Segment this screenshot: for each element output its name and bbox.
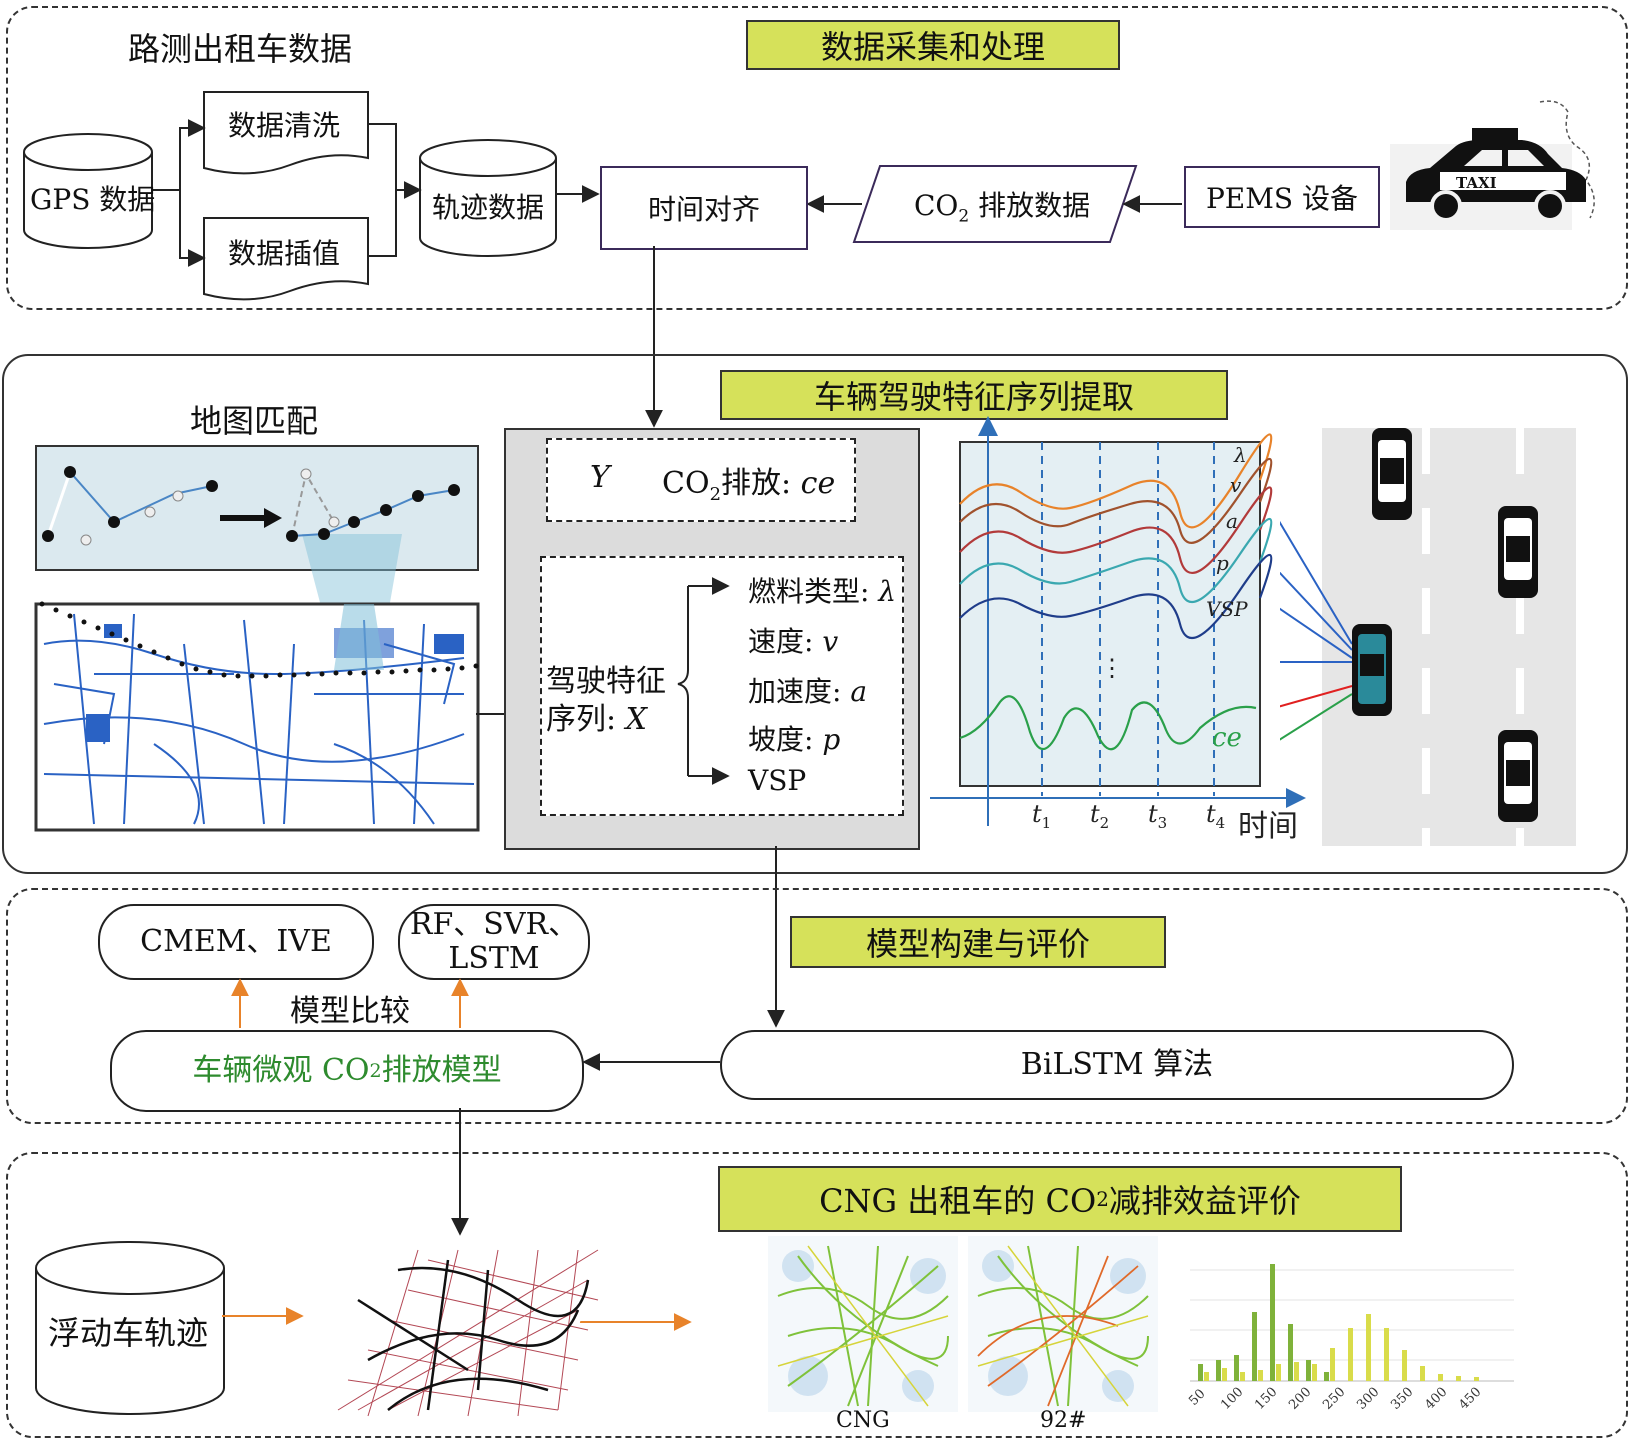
interp-label: 数据插值 bbox=[228, 237, 341, 270]
tick-t2: t2 bbox=[1090, 800, 1109, 832]
hist-tick-300: 300 bbox=[1354, 1385, 1382, 1413]
curve-label-p: p bbox=[1216, 551, 1229, 575]
gps-cylinder bbox=[23, 133, 153, 249]
car-2 bbox=[1498, 506, 1538, 598]
gasoline-92-map bbox=[968, 1236, 1158, 1412]
model-to-evaluation-arrow bbox=[451, 1108, 469, 1236]
bilstm-to-model-arrow bbox=[582, 1053, 720, 1071]
hist-tick-450: 450 bbox=[1456, 1385, 1484, 1413]
section1-diagram bbox=[23, 91, 1182, 301]
hist-tick-200: 200 bbox=[1286, 1385, 1314, 1413]
hist-tick-400: 400 bbox=[1422, 1385, 1450, 1413]
y-symbol: Y bbox=[590, 460, 610, 495]
feature-extraction-panel bbox=[2, 354, 1628, 874]
bilstm-box: BiLSTM 算法 bbox=[720, 1030, 1514, 1100]
taxi-icon: TAXI bbox=[1390, 100, 1595, 230]
feature-seq-line2: 序列: X bbox=[546, 702, 648, 737]
feature-extraction-header: 车辆驾驶特征序列提取 bbox=[720, 370, 1228, 420]
hist-tick-350: 350 bbox=[1388, 1385, 1416, 1413]
hist-tick-150: 150 bbox=[1252, 1385, 1280, 1413]
tick-t4: t4 bbox=[1206, 800, 1225, 832]
data-collection-header: 数据采集和处理 bbox=[746, 20, 1120, 70]
feature-seq-line1: 驾驶特征 bbox=[546, 664, 666, 699]
co2-data-shape bbox=[852, 165, 1138, 243]
car-1 bbox=[1372, 428, 1412, 520]
taxi-sign-text: TAXI bbox=[1456, 174, 1497, 192]
cng-map bbox=[768, 1236, 958, 1412]
orange-arrows bbox=[222, 1307, 692, 1331]
curve-label-lambda: λ bbox=[1233, 443, 1247, 467]
map-match-label: 地图匹配 bbox=[190, 402, 319, 440]
road-network-map bbox=[334, 1246, 599, 1418]
gps-label: GPS 数据 bbox=[30, 183, 156, 216]
data-collection-panel bbox=[6, 6, 1628, 310]
interp-document-shape bbox=[203, 217, 369, 301]
curve-label-a: a bbox=[1226, 509, 1238, 533]
model-building-header: 模型构建与评价 bbox=[790, 916, 1166, 968]
trajectory-label: 轨迹数据 bbox=[432, 191, 545, 224]
compare-arrows bbox=[231, 978, 469, 1028]
vertical-ellipsis: ⋮ bbox=[1100, 654, 1124, 682]
car-focus bbox=[1352, 624, 1392, 716]
floating-car-cylinder bbox=[35, 1241, 225, 1415]
road-illustration bbox=[1280, 428, 1586, 846]
evaluation-panel bbox=[6, 1152, 1628, 1438]
cmem-ive-box: CMEM、IVE bbox=[98, 904, 374, 980]
tick-t3: t3 bbox=[1148, 800, 1167, 832]
clean-document-shape bbox=[203, 91, 369, 175]
curve-label-vsp: VSP bbox=[1206, 597, 1248, 621]
floating-car-label: 浮动车轨迹 bbox=[48, 1314, 209, 1352]
tick-t1: t1 bbox=[1032, 800, 1051, 832]
hist-tick-50: 50 bbox=[1186, 1387, 1208, 1409]
time-align-box: 时间对齐 bbox=[600, 166, 808, 250]
time-axis-label: 时间 bbox=[1238, 809, 1298, 842]
feature-vsp: VSP bbox=[748, 764, 807, 797]
co2-emission-label: CO2排放: ce bbox=[662, 466, 836, 505]
model-building-panel bbox=[6, 888, 1628, 1124]
co2-data-label: CO2 排放数据 bbox=[914, 189, 1091, 227]
feature-to-bilstm-arrow bbox=[767, 846, 785, 1028]
curve-label-v: v bbox=[1230, 473, 1242, 497]
y-output-box bbox=[546, 438, 856, 522]
source-title: 路测出租车数据 bbox=[128, 30, 353, 68]
time-series-illustration: λ v a p VSP ce ⋮ t1 t2 t3 t4 时间 bbox=[930, 416, 1306, 842]
feature-acceleration: 加速度: a bbox=[748, 675, 868, 708]
emission-histogram: 50 100 150 200 250 300 350 400 450 bbox=[1186, 1264, 1514, 1413]
car-3 bbox=[1498, 730, 1538, 822]
curve-label-ce: ce bbox=[1212, 723, 1242, 753]
gasoline-92-map-label: 92# bbox=[1040, 1408, 1087, 1433]
map-matching-illustration bbox=[34, 445, 480, 832]
ml-models-box: RF、SVR、LSTM bbox=[398, 904, 590, 980]
hist-tick-100: 100 bbox=[1218, 1385, 1246, 1413]
align-to-feature-arrow bbox=[645, 246, 663, 428]
feature-slope: 坡度: p bbox=[748, 723, 841, 756]
hist-tick-250: 250 bbox=[1320, 1385, 1348, 1413]
trajectory-cylinder bbox=[419, 139, 557, 257]
clean-label: 数据清洗 bbox=[228, 109, 341, 142]
feature-speed: 速度: v bbox=[748, 625, 839, 658]
pems-box: PEMS 设备 bbox=[1184, 166, 1380, 228]
feature-brace bbox=[677, 577, 730, 785]
cng-map-label: CNG bbox=[836, 1408, 890, 1433]
model-compare-label: 模型比较 bbox=[290, 994, 410, 1029]
feature-fuel: 燃料类型: λ bbox=[748, 575, 897, 608]
